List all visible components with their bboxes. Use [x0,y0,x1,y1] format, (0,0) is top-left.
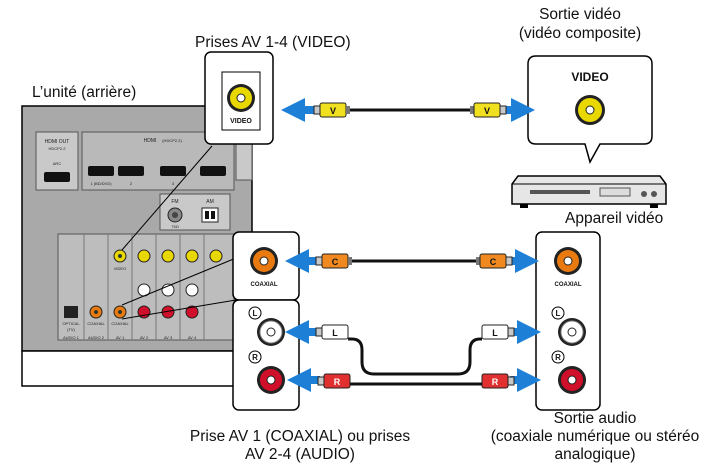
video-plug-right-label: V [484,106,490,116]
hdmi-port-3 [160,166,186,176]
unit-left-jack-label: L [253,309,258,318]
unit-right-jack-label: R [252,353,258,362]
unit-rear-label: L’unité (arrière) [32,84,137,101]
av-video-jacks-label: Prises AV 1-4 (VIDEO) [195,34,351,51]
arc-text: ARC [53,161,62,166]
unit-video-jack-zoom: VIDEO [204,51,274,145]
av3-video-jack-small [161,249,175,263]
fm-text: FM [171,199,178,205]
hdmi-port-2 [118,166,144,176]
av-audio-label-line2: AV 2-4 (AUDIO) [245,446,355,463]
device-video-out-bubble: VIDEO [527,55,653,164]
video-device-player [511,175,667,208]
left-plug-unit-label: L [332,328,338,338]
am-text: AM [206,199,214,205]
coaxial-small-text-1: COAXIAL [87,321,105,326]
av4-left-jack-small [185,283,199,297]
am-antenna-terminal [201,207,219,223]
coaxial-plug-right-label: C [490,257,497,267]
audio-out-label-line2: (coaxiale numérique ou stéréo [490,428,700,445]
audio-out-label-line3: analogique) [554,446,636,463]
video-device-label: Appareil vidéo [565,210,664,227]
av-audio-label-line1: Prise AV 1 (COAXIAL) ou prises [189,428,411,445]
audio-out-label-line1: Sortie audio [553,410,637,427]
device-video-jack-label: VIDEO [571,70,608,84]
unit-coaxial-jack-label: COAXIAL [251,282,278,288]
right-plug-unit [323,373,351,389]
av4-right-jack-small [185,305,199,319]
video-out-label-line2: (vidéo composite) [518,25,642,42]
hdmi-text: HDMI [144,138,157,144]
device-coaxial-jack-label: COAXIAL [555,282,582,288]
unit-audio-jacks-zoom: COAXIAL L R [232,231,300,411]
av2-video-jack-small [137,249,151,263]
hdmi-port-1 [88,166,114,176]
device-left-jack-label: L [556,309,561,318]
av2-text: AV 2 [140,335,149,340]
av4-text: AV 4 [188,335,197,340]
hdmi-hdcp-text: (HDCP2.2) [162,138,182,143]
stereo-audio-cable: L R L R [315,324,515,389]
hdmi-3-text: 3 [172,181,175,186]
optical-text: OPTICAL [62,321,80,326]
av4-video-jack-small [185,249,199,263]
hdcp-text: HDCP2.2 [49,146,67,151]
video-callout-line [121,145,213,251]
video-cable: V V [313,102,507,118]
right-plug-unit-label: R [334,377,341,387]
video-out-label-line1: Sortie vidéo [539,6,621,23]
optical-tv-text: (TV) [67,327,75,332]
coaxial-cable: C C [315,253,513,269]
hdmi-out-text: HDMI OUT [45,139,70,145]
hdmi-1-text: 1 (BD/DVD) [90,181,112,186]
av3-text: AV 3 [164,335,173,340]
hdmi-2-text: 2 [130,181,133,186]
audio2-text: AUDIO 2 [88,335,105,340]
av-video-jack-small-extra [209,249,223,263]
video-plug-left-label: V [330,106,336,116]
left-plug-unit [321,324,349,340]
audio1-text: AUDIO 1 [63,335,80,340]
optical-jack [64,306,78,318]
av1-text: AV 1 [116,335,125,340]
coaxial-callout-line [121,257,237,306]
coaxial-small-text-2: COAXIAL [111,321,129,326]
left-plug-device-label: L [492,328,498,338]
video-small-text: VIDEO [114,266,126,271]
unit-rear-panel: HDMI OUT HDCP2.2 ARC HDMI (HDCP2.2) 1 (B… [21,105,253,387]
hdmi-port-4 [200,166,226,176]
audio-callout-line [121,299,237,320]
hdmi-out-port [44,172,70,182]
unit-video-jack-label: VIDEO [230,118,252,125]
right-plug-device-label: R [492,377,499,387]
coaxial-plug-left-label: C [332,257,339,267]
device-audio-jacks-box: COAXIAL L R [535,231,601,411]
ant-text: 75Ω [171,224,178,229]
device-right-jack-label: R [555,353,561,362]
